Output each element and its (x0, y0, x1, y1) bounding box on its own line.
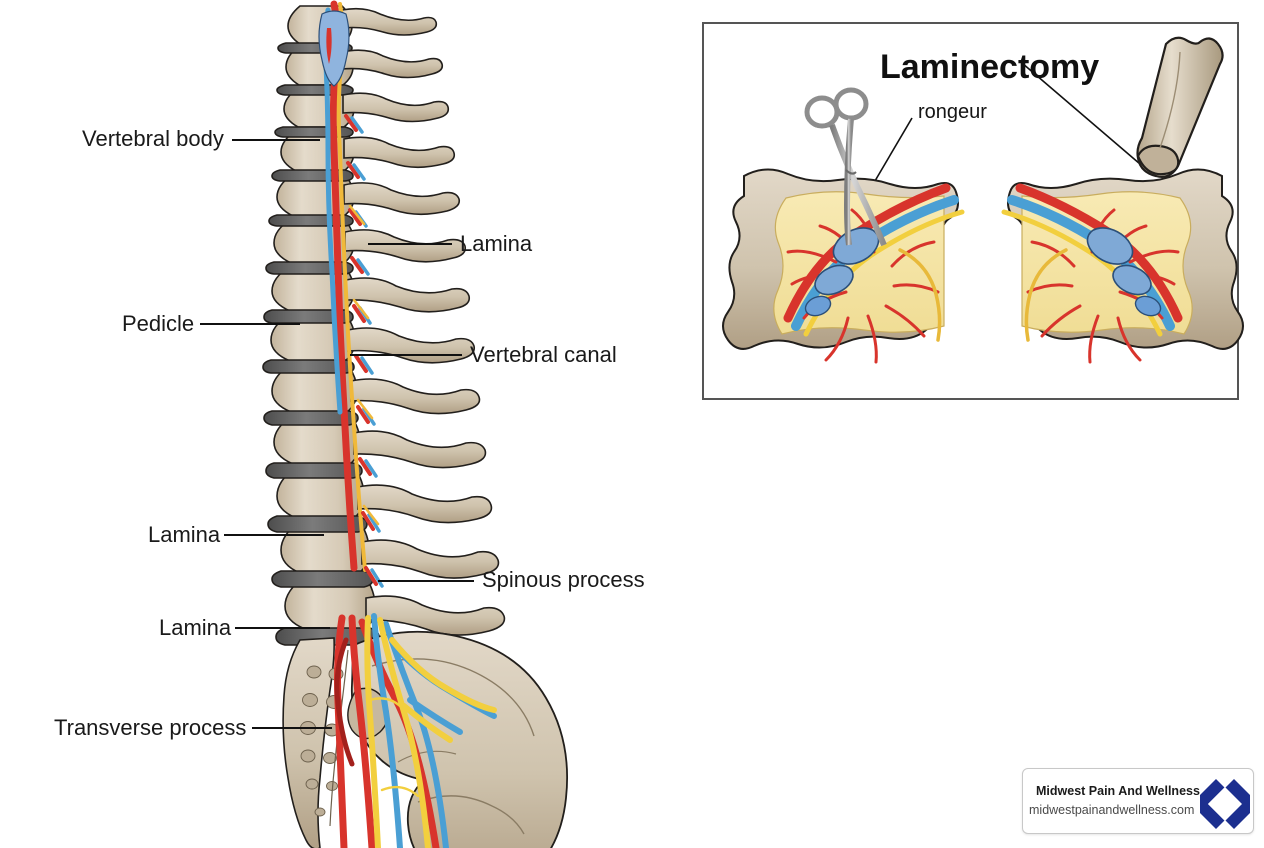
label-vertebral-canal: Vertebral canal (470, 342, 617, 367)
leader-lamina-right (368, 243, 452, 245)
label-rongeur: rongeur (918, 101, 987, 123)
label-vertebral-body: Vertebral body (82, 126, 224, 151)
spinal-cord-and-vessels (318, 0, 367, 572)
label-lamina-upper-left: Lamina (148, 522, 221, 547)
label-lamina-lower-left: Lamina (159, 615, 232, 640)
leader-pedicle (200, 323, 300, 325)
leader-spinous-process (378, 580, 474, 582)
leader-vertebral-body (232, 139, 320, 141)
label-pedicle: Pedicle (122, 311, 195, 336)
label-transverse-process: Transverse process (54, 715, 247, 740)
logo-badge[interactable] (1022, 768, 1254, 834)
leader-lamina-lower-left (235, 627, 330, 629)
posterior-elements (341, 7, 506, 636)
leader-vertebral-canal (350, 354, 462, 356)
panel-title: Laminectomy (880, 48, 1100, 86)
vertebral-column (262, 5, 506, 646)
intervertebral-discs (262, 42, 380, 646)
leader-lamina-upper-left (224, 534, 324, 536)
sacral-foramina (300, 665, 344, 817)
sacrum (282, 637, 349, 848)
logo-company-name: Midwest Pain And Wellness (1036, 784, 1200, 798)
label-spinous-process: Spinous process (482, 567, 645, 592)
label-lamina-right: Lamina (460, 231, 533, 256)
leader-transverse-process (252, 727, 332, 729)
segmental-vessels (344, 114, 384, 588)
lumbosacral-neurovascular-bundle (334, 613, 497, 848)
logo-website-url: midwestpainandwellness.com (1029, 803, 1195, 817)
pelvis-ilium (347, 630, 569, 848)
